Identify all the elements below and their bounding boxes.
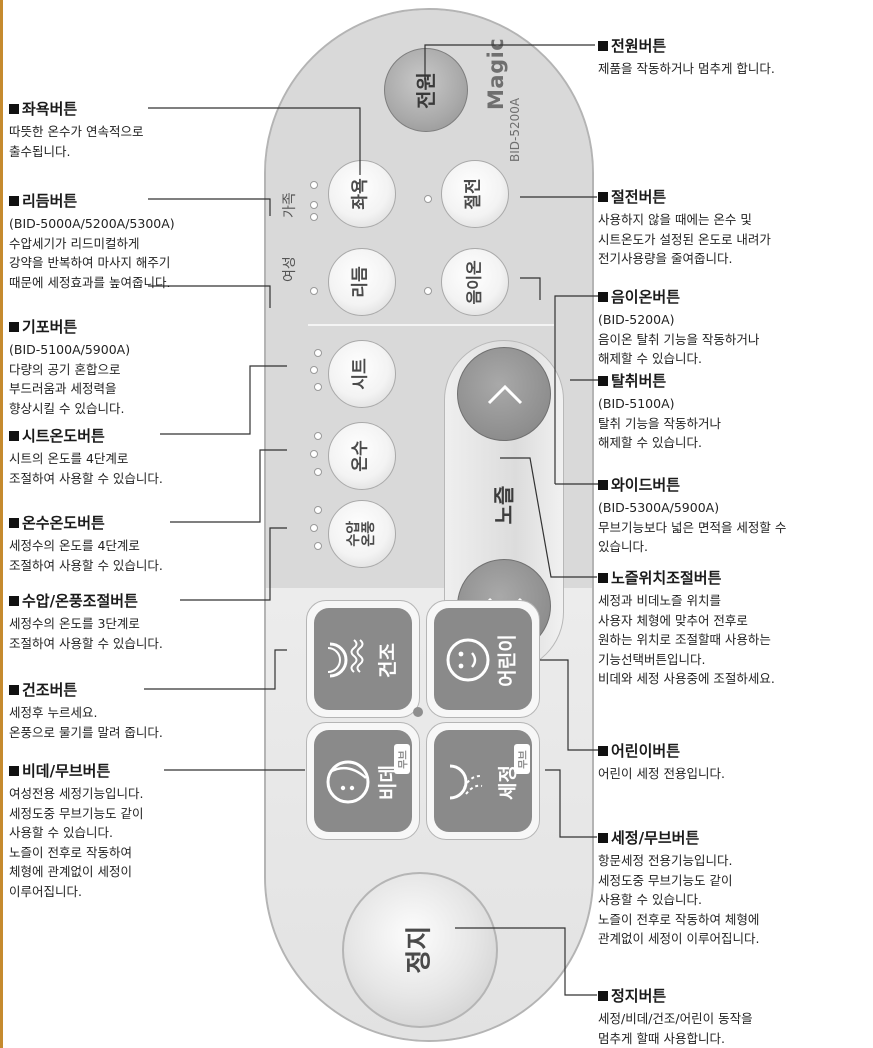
leader-dry — [144, 649, 287, 690]
leader-power — [424, 44, 595, 80]
power-button[interactable]: 전원 — [384, 48, 468, 132]
pressure-led-2 — [310, 524, 318, 532]
panel-divider — [308, 324, 554, 326]
leader-water-temp — [170, 449, 287, 523]
pressure-led-3 — [314, 542, 322, 550]
annotation-nozzle: 노즐위치조절버튼 세정과 비데노즐 위치를 사용자 체형에 맞추어 전후로 원하… — [598, 569, 775, 686]
seat-temp-led-3 — [314, 383, 322, 391]
leader-pressure — [180, 527, 287, 601]
seat-temp-led-2 — [310, 366, 318, 374]
leader-seat-bath — [148, 107, 361, 175]
pressure-led-1 — [314, 506, 322, 514]
leader-stop — [455, 927, 597, 996]
page-edge-accent — [0, 0, 3, 1048]
water-temp-led-2 — [310, 450, 318, 458]
energy-save-button[interactable]: 절전 — [441, 160, 509, 228]
female-mode-led — [310, 201, 318, 209]
annotation-seat-temp: 시트온도버튼 시트의 온도를 4단계로 조절하여 사용할 수 있습니다. — [9, 427, 163, 486]
annotation-pressure-air: 수압/온풍조절버튼 세정수의 온도를 3단계로 조절하여 사용할 수 있습니다. — [9, 592, 163, 651]
annotation-bubble: 기포버튼 (BID-5100A/5900A) 다량의 공기 혼합으로 부드러움과… — [9, 318, 131, 416]
wash-spray-icon — [449, 764, 483, 800]
annotation-ion: 음이온버튼 (BID-5200A) 음이온 탈취 기능을 작동하거나 해제할 수… — [598, 288, 760, 366]
annotation-power: 전원버튼 제품을 작동하거나 멈추게 합니다. — [598, 37, 775, 76]
indicator-dot — [413, 707, 423, 717]
bidet-move-button[interactable]: 비데 무브 — [306, 722, 420, 840]
nozzle-up-button[interactable] — [457, 347, 551, 441]
leader-nozzle — [500, 457, 597, 578]
leader-child — [540, 659, 600, 751]
rhythm-button[interactable]: 리듬 — [328, 248, 396, 316]
rhythm-led — [310, 287, 318, 295]
annotation-wash-move: 세정/무브버튼 항문세정 전용기능입니다. 세정도중 무브기능도 같이 사용할 … — [598, 829, 760, 946]
annotation-bidet-move: 비데/무브버튼 여성전용 세정기능입니다. 세정도중 무브기능도 같이 사용할 … — [9, 762, 144, 899]
leader-ion-branch — [554, 295, 598, 484]
water-temp-button[interactable]: 온수 — [328, 422, 396, 490]
seat-temp-button[interactable]: 시트 — [328, 340, 396, 408]
child-face-icon — [446, 638, 490, 682]
pressure-air-button[interactable]: 수압 온풍 — [328, 500, 396, 568]
seat-bath-button[interactable]: 좌욕 — [328, 160, 396, 228]
annotation-stop: 정지버튼 세정/비데/건조/어린이 동작을 멈추게 할때 사용합니다. — [598, 987, 753, 1046]
leader-seat-temp — [160, 365, 287, 435]
water-temp-led-1 — [314, 432, 322, 440]
annotation-child: 어린이버튼 어린이 세정 전용입니다. — [598, 742, 725, 781]
annotation-seat-bath: 좌욕버튼 따뜻한 온수가 연속적으로 출수됩니다. — [9, 100, 144, 159]
ion-button[interactable]: 음이온 — [441, 248, 509, 316]
annotation-deodor: 탈취버튼 (BID-5100A) 탈취 기능을 작동하거나 해제할 수 있습니다… — [598, 372, 721, 450]
female-mode-led-2 — [310, 213, 318, 221]
remote-control: Magic BID-5200A 전원 가족 여성 좌욕 절전 리듬 음이온 시트… — [264, 8, 594, 1042]
stop-button[interactable]: 정지 — [342, 872, 498, 1028]
annotation-dry: 건조버튼 세정후 누르세요. 온풍으로 물기를 말려 줍니다. — [9, 681, 163, 740]
leader-bubble — [148, 285, 271, 308]
leader-wash — [545, 769, 597, 838]
leader-ion — [520, 277, 541, 300]
seat-temp-led-1 — [314, 349, 322, 357]
family-mode-led — [310, 181, 318, 189]
female-face-icon — [326, 760, 370, 804]
water-temp-led-3 — [314, 468, 322, 476]
leader-rhythm — [148, 198, 271, 216]
dry-icon — [327, 639, 364, 678]
annotation-water-temp: 온수온도버튼 세정수의 온도를 4단계로 조절하여 사용할 수 있습니다. — [9, 514, 163, 573]
dry-button[interactable]: 건조 — [306, 600, 420, 718]
annotation-wide: 와이드버튼 (BID-5300A/5900A) 무브기능보다 넓은 면적을 세정… — [598, 476, 787, 554]
ion-led — [424, 287, 432, 295]
child-button[interactable]: 어린이 — [426, 600, 540, 718]
annotation-energy-save: 절전버튼 사용하지 않을 때에는 온수 및 시트온도가 설정된 온도로 내려가 … — [598, 188, 771, 266]
chevron-up-icon — [487, 384, 523, 405]
wash-move-button[interactable]: 세정 무브 — [426, 722, 540, 840]
annotation-rhythm: 리듬버튼 (BID-5000A/5200A/5300A) 수압세기가 리드미컬하… — [9, 192, 175, 290]
energy-save-led — [424, 195, 432, 203]
